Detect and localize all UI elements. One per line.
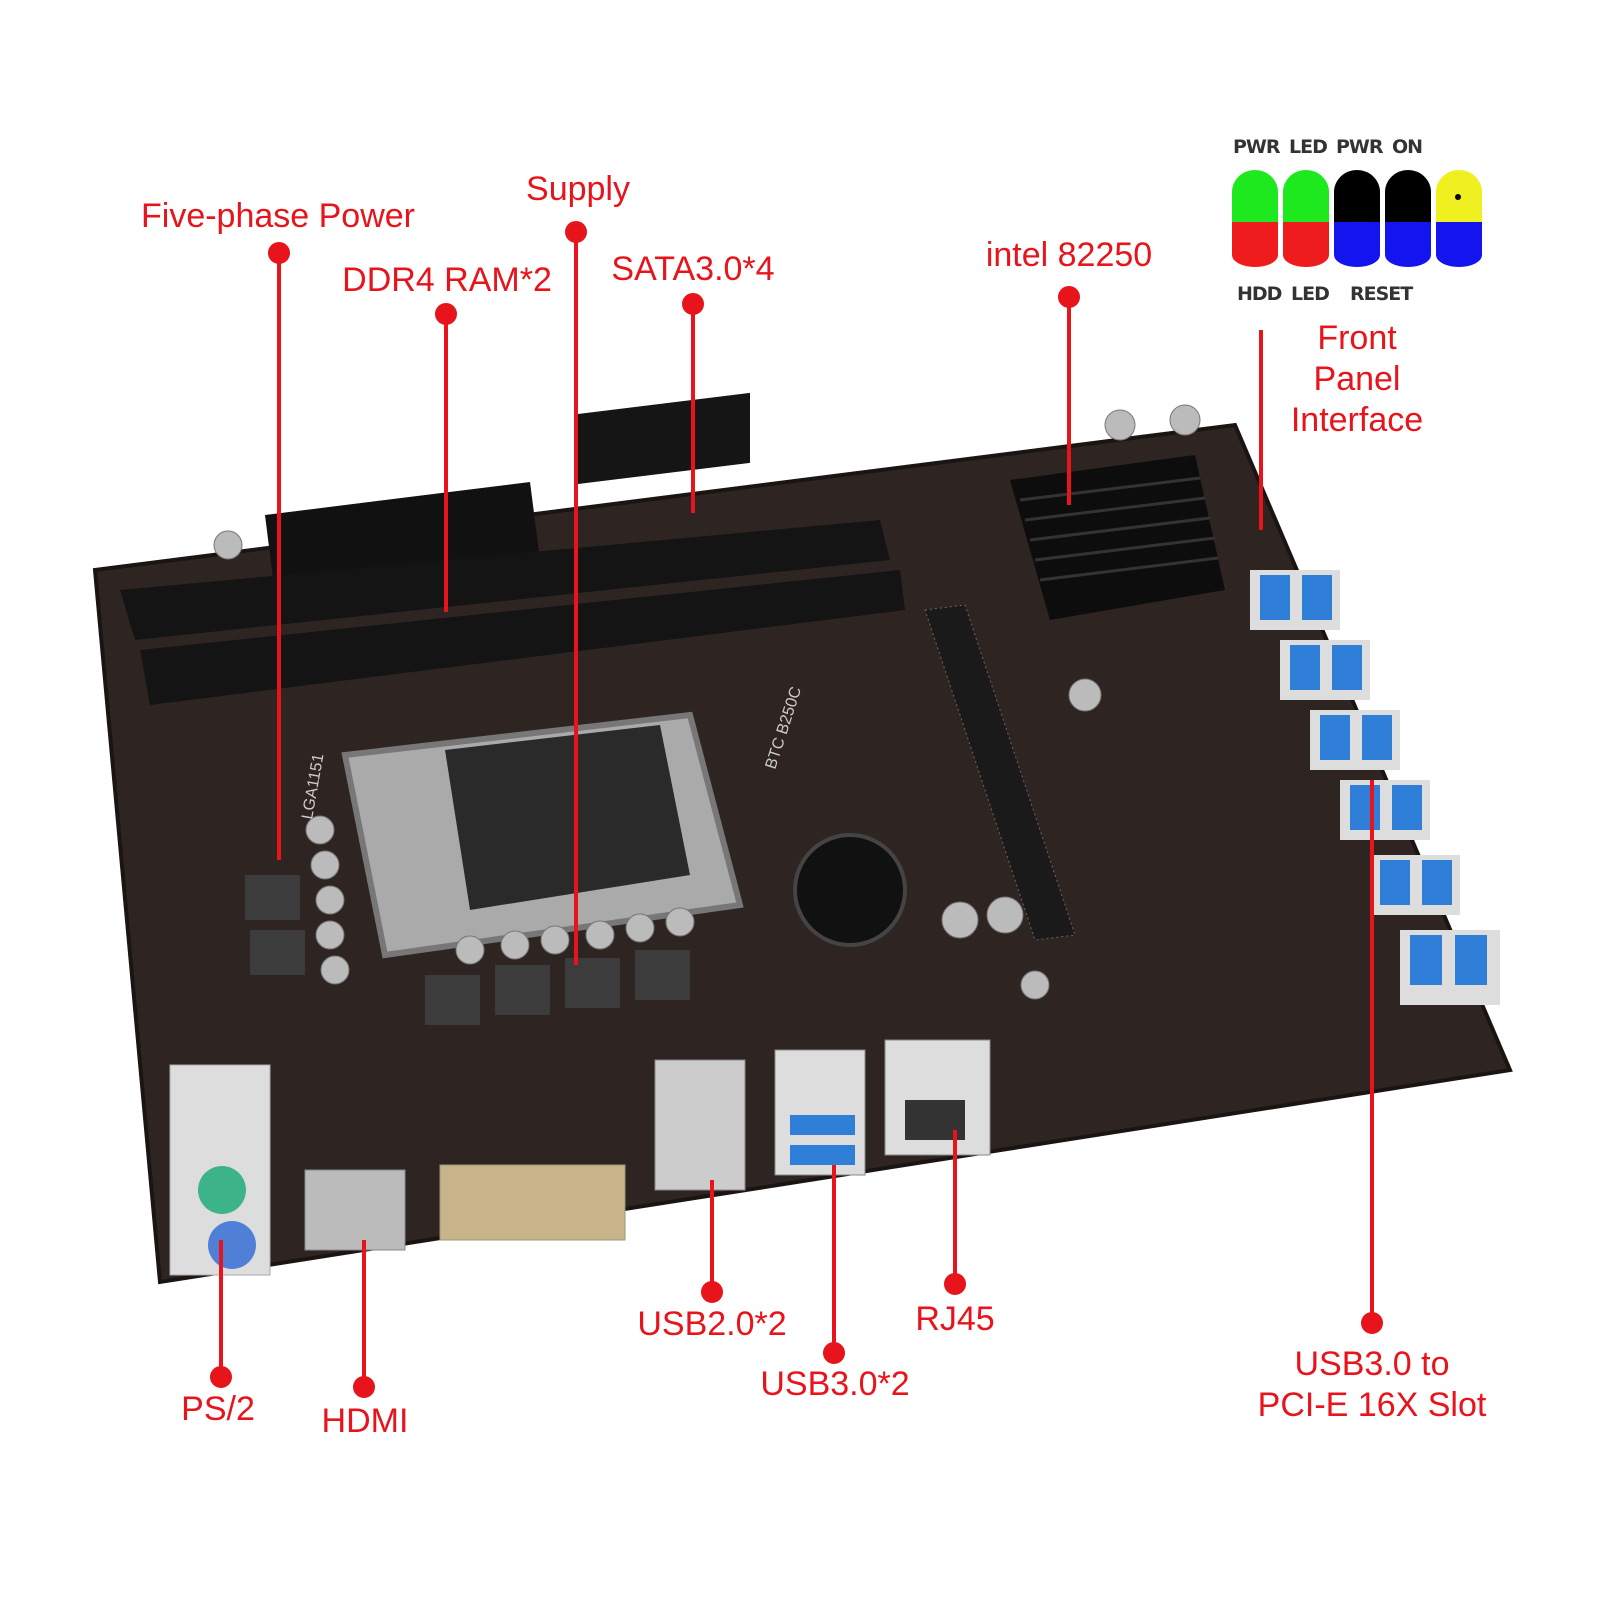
callout-usb2: USB2.0*2 [637, 1305, 787, 1343]
ps2-mouse-port [198, 1166, 246, 1214]
fp-pin-top [1232, 170, 1278, 222]
fp-label-hdd: HDD [1237, 283, 1282, 305]
dimm-slot-1 [120, 520, 890, 640]
vrm-chokes [245, 875, 690, 1025]
front-panel-pin-legend [1232, 170, 1482, 267]
callout-hdmi: HDMI [321, 1402, 409, 1440]
callout-supply: Supply [526, 170, 630, 208]
pcie-slot [924, 604, 1076, 941]
callout-front-panel: Front Panel Interface [1291, 318, 1423, 440]
callout-lines [210, 221, 1383, 1398]
dimm-slot-2 [140, 570, 905, 705]
callout-usb-pcie: USB3.0 to PCI-E 16X Slot [1258, 1344, 1487, 1426]
cpu-socket-center [445, 725, 690, 910]
fp-pin-top [1334, 170, 1380, 222]
callout-ddr4: DDR4 RAM*2 [342, 261, 552, 299]
fp-pin-top [1283, 170, 1329, 222]
fp-pin-bottom [1232, 222, 1278, 267]
fp-pin-bottom [1334, 222, 1380, 267]
fp-pin-bottom [1436, 222, 1482, 267]
fp-label-pwr: PWR [1336, 136, 1384, 158]
fp-pin-bottom [1385, 222, 1431, 267]
cmos-battery [793, 833, 907, 947]
sata-ports [575, 392, 750, 485]
fp-label-reset: RESET [1350, 283, 1413, 305]
callout-five-phase-power: Five-phase Power [140, 197, 416, 235]
callout-front-panel-line: Interface [1290, 400, 1424, 439]
callout-usb-pcie-line: USB3.0 to [1294, 1345, 1450, 1383]
capacitors [213, 404, 1201, 1000]
callout-front-panel-line: Front [1317, 319, 1397, 357]
usb3-pcie-ports [1250, 570, 1500, 1005]
callout-rj45: RJ45 [915, 1300, 995, 1338]
callout-chipset: intel 82250 [985, 236, 1153, 274]
fp-label-pwr-plus: PWR [1233, 136, 1281, 158]
hdmi-port [304, 1169, 406, 1251]
fp-label-led-minus: LED [1289, 136, 1328, 158]
callout-usb3: USB3.0*2 [760, 1365, 910, 1403]
usb2-port [654, 1059, 746, 1191]
ps2-keyboard-port [208, 1221, 256, 1269]
callout-front-panel-line: Panel [1313, 359, 1401, 398]
fp-pin1-marker [1455, 194, 1461, 200]
fp-pin-bottom [1283, 222, 1329, 267]
callout-ps2: PS/2 [181, 1390, 255, 1428]
fp-label-led: LED [1291, 283, 1330, 305]
fp-label-on: ON [1392, 136, 1423, 158]
fp-pin-top [1385, 170, 1431, 222]
chipset-heatsink [1010, 455, 1225, 620]
callout-usb-pcie-line: PCI-E 16X Slot [1257, 1385, 1487, 1424]
callout-sata: SATA3.0*4 [611, 250, 775, 288]
vga-port [439, 1164, 626, 1241]
